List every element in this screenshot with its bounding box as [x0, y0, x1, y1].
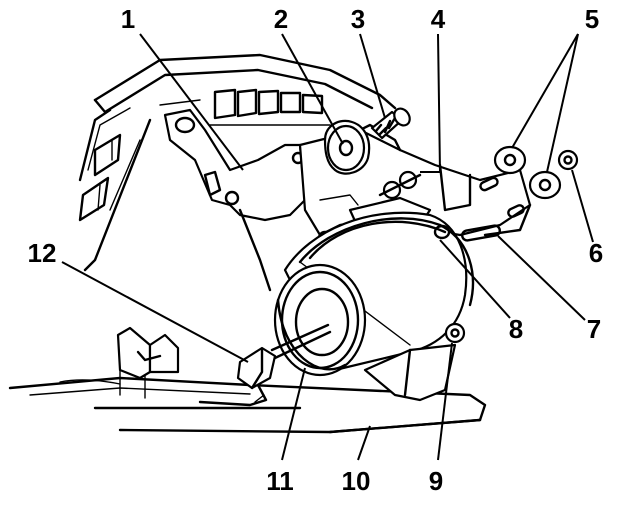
callout-7: 7 [587, 314, 601, 344]
callout-1: 1 [121, 4, 135, 34]
sensor-plug [198, 323, 332, 407]
housing-frame [78, 53, 397, 272]
leader-12 [61, 261, 249, 363]
callout-10: 10 [342, 466, 371, 496]
support-foot [363, 322, 466, 402]
callout-6: 6 [589, 238, 603, 268]
nut [557, 149, 579, 171]
knob [323, 119, 371, 175]
callout-labels: 1 2 3 4 5 6 7 8 9 10 11 12 [28, 4, 604, 496]
leader-5b [546, 33, 579, 173]
callout-2: 2 [274, 4, 288, 34]
leader-11 [281, 367, 306, 461]
leader-8 [439, 239, 511, 319]
callout-12: 12 [28, 238, 57, 268]
leader-lines [61, 33, 594, 461]
leader-9 [437, 342, 453, 461]
callout-8: 8 [509, 314, 523, 344]
leader-3 [359, 33, 386, 119]
screw [370, 107, 411, 140]
callout-9: 9 [429, 466, 443, 496]
leader-6 [571, 169, 594, 243]
callout-11: 11 [266, 466, 294, 496]
leader-1 [139, 33, 244, 171]
motor-front [273, 263, 367, 377]
leader-5a [511, 33, 579, 149]
washers [493, 145, 562, 200]
callout-5: 5 [585, 4, 599, 34]
callout-4: 4 [431, 4, 446, 34]
bracket-arm [163, 108, 307, 292]
leader-10 [357, 425, 371, 461]
leader-4 [420, 33, 442, 173]
leader-7 [497, 235, 586, 321]
callout-3: 3 [351, 4, 365, 34]
leader-2 [281, 33, 344, 145]
base-plate [8, 326, 487, 434]
